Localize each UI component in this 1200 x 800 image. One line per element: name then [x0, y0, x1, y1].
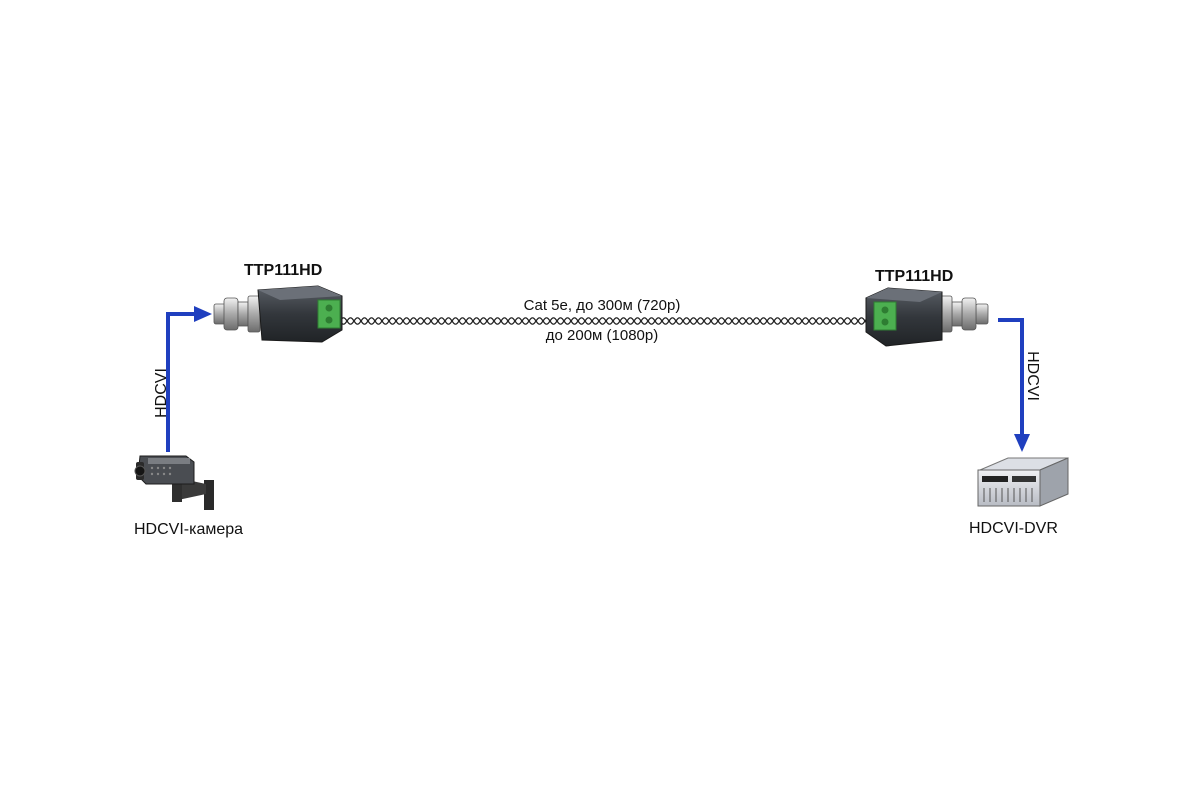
- camera-icon: [134, 455, 214, 510]
- right-signal-label: HDCVI: [1024, 351, 1041, 401]
- cable-spec-line-2: до 200м (1080p): [545, 327, 659, 344]
- left-signal-arrow: [166, 306, 212, 452]
- camera-label: HDCVI-камера: [134, 521, 244, 538]
- right-signal-arrow: [998, 318, 1030, 452]
- dvr-label: HDCVI-DVR: [969, 520, 1058, 537]
- twisted-pair-cable: [339, 317, 869, 325]
- right-balun-icon: [865, 287, 989, 347]
- left-balun-icon: [213, 285, 343, 343]
- left-signal-label: HDCVI: [153, 368, 170, 418]
- right-balun-model-label: TTP111HD: [875, 268, 954, 285]
- dvr-icon: [977, 457, 1069, 507]
- cable-spec-line-1: Cat 5e, до 300м (720p): [523, 297, 681, 314]
- left-balun-model-label: TTP111HD: [244, 262, 323, 279]
